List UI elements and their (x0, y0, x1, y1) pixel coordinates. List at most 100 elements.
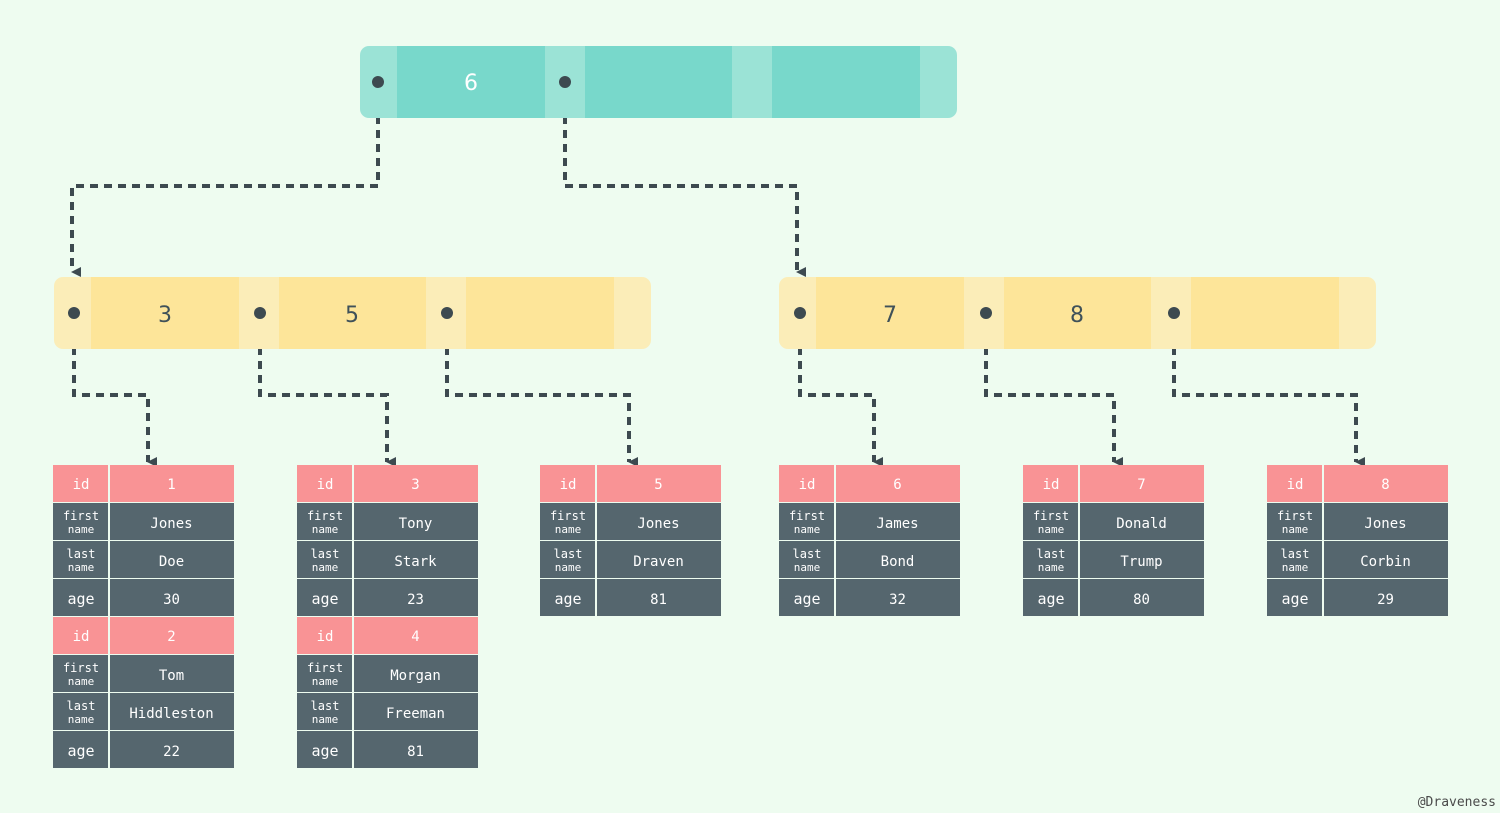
leaf-row-label-cell (1023, 541, 1078, 578)
field-label: id (317, 477, 334, 493)
leaf-row-value-cell (1080, 541, 1204, 578)
root-key-slot-2 (585, 46, 732, 118)
leaf-row-value-cell (1080, 465, 1204, 502)
leaf-row-value-cell (354, 731, 478, 768)
leaf-row-label-cell (1267, 465, 1322, 502)
arrow-right-to-leaf-5 (984, 319, 1123, 467)
leaf-row-value-cell (354, 579, 478, 616)
field-label: name (1282, 523, 1309, 536)
field-label: age (554, 590, 581, 608)
internal-right-key-slot-1 (816, 277, 964, 349)
internal-right-key-slot-2 (1004, 277, 1151, 349)
leaf-row-label-cell (540, 541, 595, 578)
leaf-row-label-cell (297, 655, 352, 692)
field-value: 5 (654, 477, 662, 493)
field-value: 80 (1133, 592, 1150, 608)
root-key-slot-1 (397, 46, 545, 118)
leaf-row-value-cell (1324, 465, 1448, 502)
leaf-row-label-cell (540, 579, 595, 616)
leaf-row-value-cell (110, 655, 234, 692)
field-value: Bond (881, 554, 915, 570)
leaf-row-value-cell (110, 693, 234, 730)
field-label: id (73, 477, 90, 493)
root-key-1: 6 (464, 71, 478, 96)
internal-node-left: 3 5 (54, 277, 651, 349)
field-value: Hiddleston (129, 706, 213, 722)
leaf-row-value-cell (1080, 579, 1204, 616)
field-label: last (554, 547, 583, 561)
leaf-row-label-cell (1267, 579, 1322, 616)
leaf-row-value-cell (597, 541, 721, 578)
leaf-row-value-cell (836, 465, 960, 502)
internal-right-key-1: 7 (883, 303, 897, 328)
leaf-row-value-cell (354, 617, 478, 654)
leaf-row-label-cell (297, 541, 352, 578)
internal-right-pointer-dot-2 (980, 307, 992, 319)
arrow-left-to-leaf-1 (72, 319, 157, 467)
leaf-row-label-cell (53, 579, 108, 616)
field-label: name (1038, 561, 1065, 574)
leaf-row-label-cell (1023, 579, 1078, 616)
leaf-row-label-cell (1267, 503, 1322, 540)
leaf-row-value-cell (836, 541, 960, 578)
leaf-row-label-cell (53, 655, 108, 692)
internal-left-pointer-dot-3 (441, 307, 453, 319)
field-value: Donald (1116, 516, 1167, 532)
field-value: Jones (637, 516, 679, 532)
field-label: name (794, 561, 821, 574)
field-label: last (67, 699, 96, 713)
field-label: age (1281, 590, 1308, 608)
field-label: name (68, 561, 95, 574)
leaf-row-label-cell (779, 541, 834, 578)
field-value: 30 (163, 592, 180, 608)
leaf-row-value-cell (110, 617, 234, 654)
field-value: 81 (650, 592, 667, 608)
field-label: age (311, 590, 338, 608)
leaf-row-value-cell (354, 465, 478, 502)
internal-node-right: 7 8 (779, 277, 1376, 349)
field-label: id (73, 629, 90, 645)
internal-left-pointer-dot-1 (68, 307, 80, 319)
field-value: Jones (1364, 516, 1406, 532)
leaf-row-label-cell (297, 579, 352, 616)
leaf-row-label-cell (297, 693, 352, 730)
field-label: first (307, 509, 343, 523)
field-value: Tom (159, 668, 184, 684)
leaf-row-value-cell (597, 503, 721, 540)
field-value: 23 (407, 592, 424, 608)
field-label: name (555, 523, 582, 536)
leaf-row-value-cell (597, 465, 721, 502)
field-label: id (560, 477, 577, 493)
root-node: 6 (360, 46, 957, 118)
leaf-row-value-cell (1324, 579, 1448, 616)
field-label: last (67, 547, 96, 561)
field-label: name (312, 523, 339, 536)
internal-left-pointer-dot-2 (254, 307, 266, 319)
field-label: first (1277, 509, 1313, 523)
field-value: Doe (159, 554, 184, 570)
field-value: Draven (633, 554, 684, 570)
field-label: first (789, 509, 825, 523)
internal-right-pointer-dot-3 (1168, 307, 1180, 319)
leaf-row-value-cell (836, 503, 960, 540)
field-label: last (1281, 547, 1310, 561)
field-label: age (793, 590, 820, 608)
internal-right-key-slot-3 (1191, 277, 1339, 349)
leaf-row-label-cell (1023, 465, 1078, 502)
leaf-row-value-cell (110, 731, 234, 768)
field-label: name (68, 713, 95, 726)
field-label: first (307, 661, 343, 675)
field-label: age (67, 590, 94, 608)
leaf-row-value-cell (597, 579, 721, 616)
leaf-row-value-cell (836, 579, 960, 616)
leaf-row-label-cell (1023, 503, 1078, 540)
internal-left-key-slot-3 (466, 277, 614, 349)
leaf-row-value-cell (354, 693, 478, 730)
leaf-row-value-cell (1080, 503, 1204, 540)
leaf-row-value-cell (354, 541, 478, 578)
arrow-root-to-right (563, 88, 806, 277)
leaf-row-label-cell (53, 731, 108, 768)
